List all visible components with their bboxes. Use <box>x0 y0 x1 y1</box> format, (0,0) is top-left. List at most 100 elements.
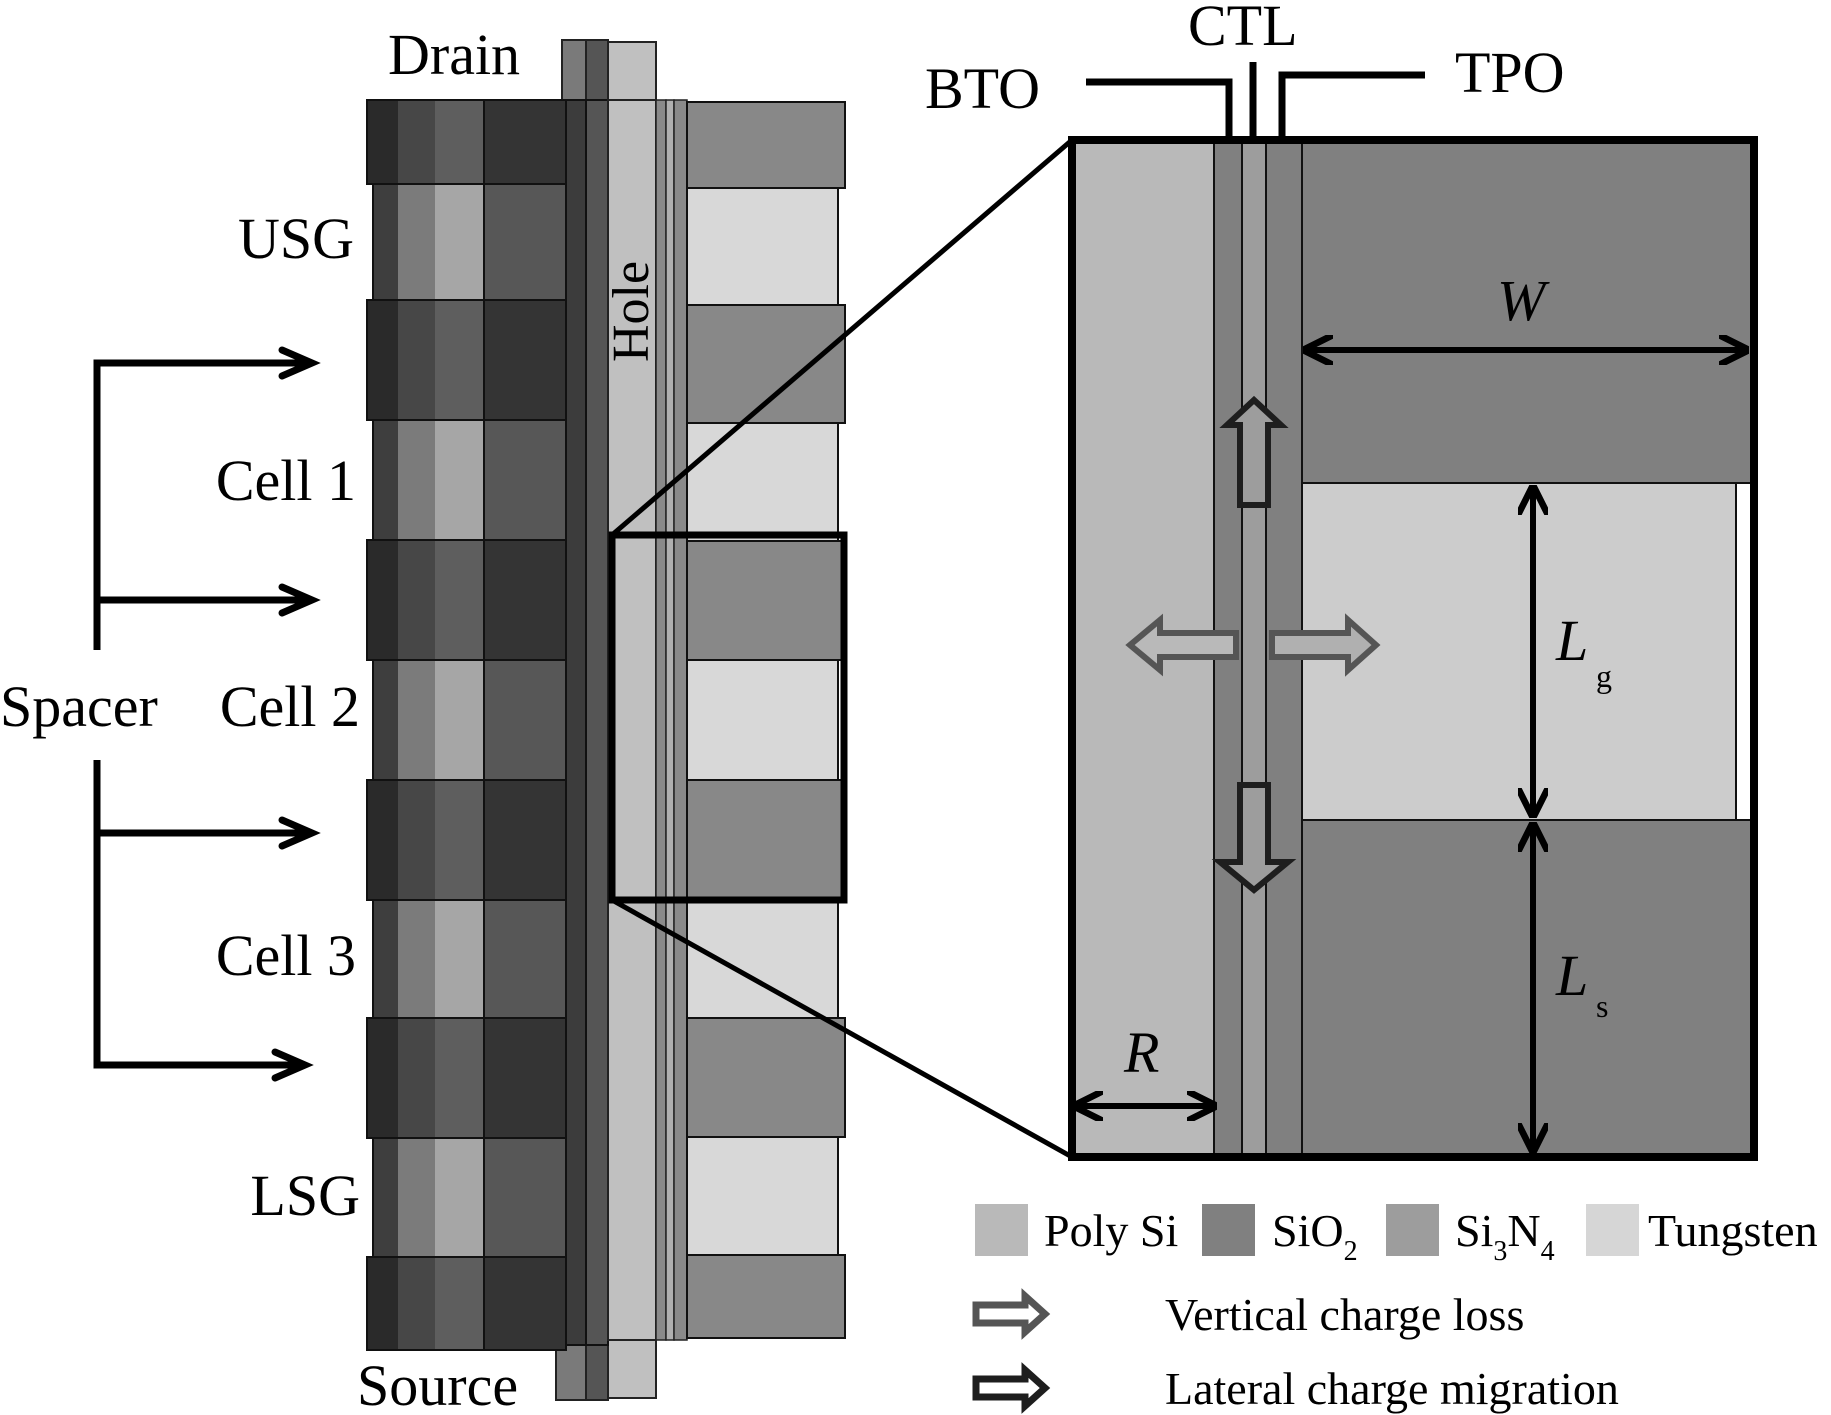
block-facet <box>398 1018 435 1138</box>
arrowhead-icon <box>271 1048 314 1082</box>
block-facet <box>435 1138 484 1257</box>
vertical-string-column: Hole <box>366 39 848 1401</box>
block-facet <box>373 1138 398 1257</box>
bto-leader <box>1086 78 1233 140</box>
zoom-connector-top <box>610 138 1074 537</box>
legend-label-sio2: SiO2 <box>1272 1205 1358 1267</box>
legend-label-lateral-migration: Lateral charge migration <box>1165 1363 1619 1414</box>
tpo-leader <box>1278 71 1425 140</box>
spacer-label: Spacer <box>0 674 158 739</box>
block-facet <box>398 1257 435 1350</box>
lg-subscript: g <box>1596 658 1612 694</box>
legend-swatch-si3n4 <box>1386 1204 1439 1256</box>
gate-stack <box>366 99 567 1351</box>
legend-label-vertical-loss: Vertical charge loss <box>1165 1289 1524 1340</box>
block-facet <box>484 100 566 184</box>
block-facet <box>484 184 566 300</box>
gate-layer-block <box>372 419 567 541</box>
arrowhead-icon <box>278 583 321 617</box>
ls-label: L <box>1555 943 1588 1008</box>
zoom-connector-bottom <box>610 897 1074 1160</box>
bracket-upper-line <box>93 359 312 650</box>
block-facet <box>373 660 398 780</box>
gate-layer-block <box>372 659 567 781</box>
vertical-loss-right-icon <box>1269 613 1381 677</box>
legend-vertical-loss-arrow-icon <box>972 1288 1051 1340</box>
block-facet <box>435 660 484 780</box>
block-facet <box>367 540 398 660</box>
lateral-migration-up-icon <box>1219 395 1289 508</box>
oxide-spacer-block <box>686 1254 846 1339</box>
block-facet <box>367 1257 398 1350</box>
block-facet <box>373 420 398 540</box>
source-label: Source <box>357 1353 518 1415</box>
block-facet <box>435 540 484 660</box>
legend-sio2-sub: 2 <box>1344 1236 1358 1267</box>
arrowhead-icon <box>278 816 321 850</box>
legend-label-poly-si: Poly Si <box>1044 1205 1178 1256</box>
tungsten-word-line-block <box>686 659 839 781</box>
detail-panel: BTO CTL TPO W L g L s R <box>925 0 1758 1161</box>
oxide-spacer-block <box>686 1017 846 1138</box>
source-pillar-bottom <box>555 1337 657 1401</box>
block-facet <box>398 184 435 300</box>
block-facet <box>435 100 484 184</box>
spacer-layer-block <box>366 1256 567 1351</box>
drain-label: Drain <box>388 22 520 87</box>
gate-layer-block <box>372 899 567 1019</box>
zoom-region-box <box>608 531 848 904</box>
spacer-bracket <box>93 359 312 1069</box>
block-facet <box>435 184 484 300</box>
ls-subscript: s <box>1596 988 1608 1024</box>
block-facet <box>435 300 484 420</box>
spacer-layer-block <box>366 539 567 661</box>
block-facet <box>435 1018 484 1138</box>
legend-swatch-poly-si <box>975 1204 1028 1256</box>
block-facet <box>398 300 435 420</box>
channel-pillar <box>565 99 688 1346</box>
block-facet <box>398 420 435 540</box>
block-facet <box>435 420 484 540</box>
tpo-label: TPO <box>1455 40 1565 105</box>
cell3-label: Cell 3 <box>216 923 356 988</box>
r-label: R <box>1123 1020 1159 1085</box>
ctl-layer <box>1241 139 1267 1157</box>
gate-layer-block <box>372 183 567 301</box>
tungsten-word-line-block <box>686 899 839 1019</box>
block-facet <box>373 900 398 1018</box>
detail-panel-border <box>1068 136 1758 1161</box>
upper-spacer-region <box>1301 139 1755 484</box>
block-facet <box>484 300 566 420</box>
legend-lateral-migration-arrow-icon <box>972 1362 1051 1414</box>
arrowhead-icon <box>278 346 321 380</box>
block-facet <box>484 1138 566 1257</box>
spacer-arrowheads <box>271 346 321 1082</box>
block-facet <box>484 900 566 1018</box>
block-facet <box>435 780 484 900</box>
legend-si3n4-si: Si <box>1455 1205 1493 1256</box>
layer-leaders <box>1086 62 1425 140</box>
ctl-label: CTL <box>1188 0 1298 58</box>
block-facet <box>373 184 398 300</box>
block-facet <box>398 900 435 1018</box>
block-facet <box>367 1018 398 1138</box>
legend-sio2-main: SiO <box>1272 1205 1344 1256</box>
gate-layer-block <box>372 1137 567 1258</box>
drain-pillar-top <box>561 39 657 103</box>
bracket-lower-line <box>93 760 305 1069</box>
block-facet <box>484 660 566 780</box>
tungsten-word-line-block <box>686 1136 839 1256</box>
lateral-migration-down-icon <box>1211 782 1297 894</box>
spacer-layer-block <box>366 1017 567 1139</box>
legend-si3n4-n: N <box>1507 1205 1540 1256</box>
block-facet <box>435 900 484 1018</box>
legend-label-si3n4: Si3N4 <box>1455 1205 1555 1267</box>
spacer-layer-block <box>366 779 567 901</box>
block-facet <box>484 420 566 540</box>
lg-label: L <box>1555 608 1588 673</box>
block-facet <box>367 780 398 900</box>
block-facet <box>484 1257 566 1350</box>
hole-label: Hole <box>603 261 660 362</box>
block-facet <box>367 300 398 420</box>
word-line-blocks <box>686 101 846 1339</box>
